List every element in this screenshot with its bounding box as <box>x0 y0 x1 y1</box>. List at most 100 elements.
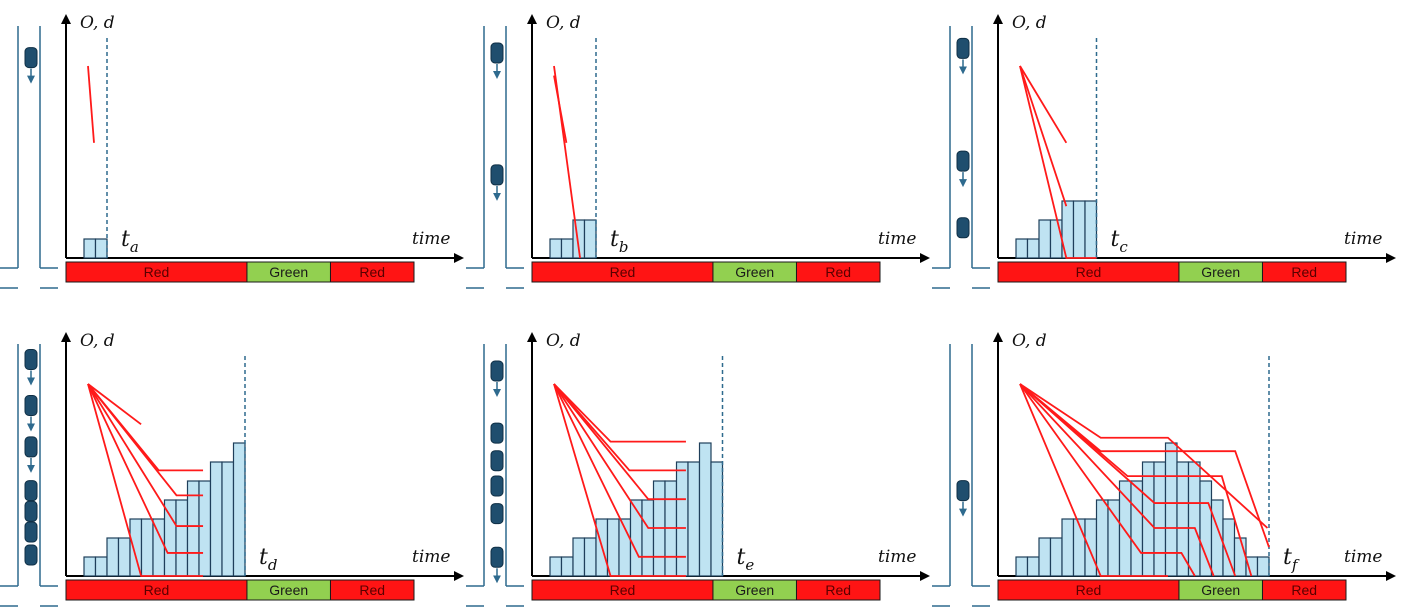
vehicle-icon <box>24 47 38 84</box>
trajectory-line <box>553 75 568 143</box>
phase-label: Red <box>825 582 851 598</box>
lane <box>466 344 524 607</box>
occupancy-bar <box>1015 556 1029 577</box>
occupancy-bar <box>1026 556 1040 577</box>
vehicle-trajectories <box>87 383 204 577</box>
phase-red-block <box>329 579 415 601</box>
trajectory-line <box>87 383 142 426</box>
phase-label: Red <box>144 582 170 598</box>
occupancy-bar <box>163 499 177 577</box>
lane <box>0 344 58 607</box>
trajectory-line <box>87 383 204 554</box>
trajectory-line <box>1019 383 1215 577</box>
phase-red-block <box>1261 261 1347 283</box>
vehicle-icon <box>24 480 38 502</box>
occupancy-bar <box>1187 461 1201 577</box>
occupancy-bar <box>1061 518 1075 577</box>
x-axis-label: time <box>1344 229 1382 249</box>
occupancy-bar <box>117 537 131 577</box>
lane <box>0 26 58 289</box>
phase-red-block <box>795 579 881 601</box>
vehicle-trajectories <box>1019 383 1270 577</box>
vehicle-trajectories <box>1019 65 1097 259</box>
trajectory-line <box>553 383 686 443</box>
occupancy-bar <box>1015 238 1029 259</box>
time-marker-label: te <box>737 545 755 574</box>
y-axis-label: O, d <box>80 13 115 33</box>
y-axis-label: O, d <box>546 331 581 351</box>
trajectory-line <box>87 65 95 143</box>
vehicle-icon <box>490 360 504 397</box>
occupancy-bar <box>221 461 235 577</box>
occupancy-bar <box>1107 499 1121 577</box>
occupancy-bar <box>1049 219 1063 259</box>
vehicle-icon <box>24 349 38 386</box>
vehicle-icon <box>24 436 38 473</box>
occupancy-bar <box>1153 461 1167 577</box>
y-axis-label: O, d <box>1012 331 1047 351</box>
vehicle-icon <box>24 544 38 566</box>
vehicle-icon <box>24 521 38 543</box>
trajectory-line <box>87 383 204 472</box>
occupancy-bar <box>140 518 154 577</box>
occupancy-bar <box>1199 480 1213 577</box>
y-axis-label: O, d <box>1012 13 1047 33</box>
occupancy-bars <box>1015 442 1270 577</box>
time-marker-label: tc <box>1111 227 1129 256</box>
trajectory-line <box>553 383 686 577</box>
phase-red-block <box>329 261 415 283</box>
trajectory-line <box>1019 383 1270 548</box>
vehicle-icon <box>490 450 504 472</box>
occupancy-bar <box>549 556 563 577</box>
phase-label: Green <box>269 264 308 280</box>
occupancy-bar <box>583 219 597 259</box>
time-marker-label: tf <box>1283 545 1300 574</box>
vehicle-icon <box>490 503 504 525</box>
occupancy-bar <box>1049 537 1063 577</box>
phase-label: Green <box>1201 582 1240 598</box>
occupancy-bar <box>1164 442 1178 577</box>
occupancy-bars <box>1015 200 1098 259</box>
lane <box>466 26 524 289</box>
vehicle-icon <box>490 546 504 584</box>
occupancy-bar <box>641 499 655 577</box>
occupancy-bar <box>675 461 689 577</box>
phase-label: Red <box>1291 582 1317 598</box>
phase-label: Red <box>610 264 636 280</box>
trajectory-line <box>553 383 686 501</box>
trajectory-line <box>1019 383 1269 529</box>
x-axis-label: time <box>412 229 450 249</box>
occupancy-bar <box>1130 480 1144 577</box>
vehicle-icon <box>24 395 38 432</box>
occupancy-bar <box>710 461 724 577</box>
occupancy-bar <box>1095 499 1109 577</box>
vehicle-icon <box>956 37 970 75</box>
phase-label: Red <box>1291 264 1317 280</box>
trajectory-line <box>87 383 204 527</box>
vehicle-icon <box>956 217 970 239</box>
occupancy-bar <box>560 238 574 259</box>
vehicle-icon <box>956 480 970 517</box>
lane <box>932 26 990 289</box>
trajectory-line <box>1019 65 1068 144</box>
time-marker-label: tb <box>610 227 628 256</box>
vehicle-trajectories <box>553 383 686 577</box>
occupancy-bar <box>175 499 189 577</box>
vehicle-icon <box>490 42 504 79</box>
phase-label: Red <box>610 582 636 598</box>
occupancy-bar <box>1084 200 1098 259</box>
phase-label: Red <box>1076 264 1102 280</box>
occupancy-bar <box>583 537 597 577</box>
trajectory-line <box>553 383 686 472</box>
trajectory-line <box>1019 383 1168 577</box>
occupancy-bar <box>83 238 97 259</box>
